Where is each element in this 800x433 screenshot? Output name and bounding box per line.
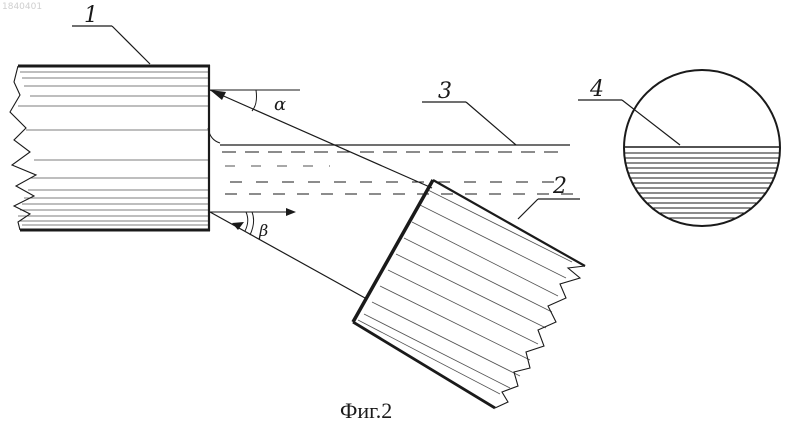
body-2-bottom-edge — [353, 322, 495, 408]
body-2-front-face — [353, 180, 433, 322]
alpha-ray — [210, 90, 432, 188]
beta-arc — [250, 212, 254, 235]
beta-ray — [210, 212, 365, 298]
medium-3 — [220, 145, 585, 194]
beam-alpha: α — [210, 90, 432, 188]
beta-arc-inner — [245, 212, 248, 231]
alpha-arc — [252, 90, 257, 111]
cross-section-4 — [620, 70, 790, 226]
leader-2: 2 — [518, 174, 580, 219]
reference-numeral-4: 4 — [589, 77, 604, 102]
document-number: 1840401 — [2, 2, 42, 12]
beam-beta: β — [210, 208, 365, 298]
leader-1: 1 — [72, 3, 150, 64]
beta-reference-arrowhead — [286, 208, 296, 216]
reference-numeral-3: 3 — [438, 79, 452, 104]
cross-section-hatching — [620, 147, 790, 218]
leader-4: 4 — [578, 77, 680, 145]
angle-alpha-label: α — [274, 94, 286, 115]
reference-numeral-2: 2 — [552, 174, 567, 199]
body-1-hatching — [18, 72, 208, 225]
leader-3: 3 — [422, 79, 516, 145]
angle-beta-label: β — [258, 221, 268, 240]
alpha-arrowhead — [210, 90, 226, 100]
body-1-break-line — [10, 66, 36, 230]
figure-caption: Фиг.2 — [340, 398, 392, 423]
beta-arrowhead — [232, 222, 244, 230]
reference-numeral-1: 1 — [84, 3, 98, 28]
body-2-hatching — [358, 190, 572, 394]
body-1 — [10, 65, 220, 231]
body-2 — [353, 180, 585, 408]
